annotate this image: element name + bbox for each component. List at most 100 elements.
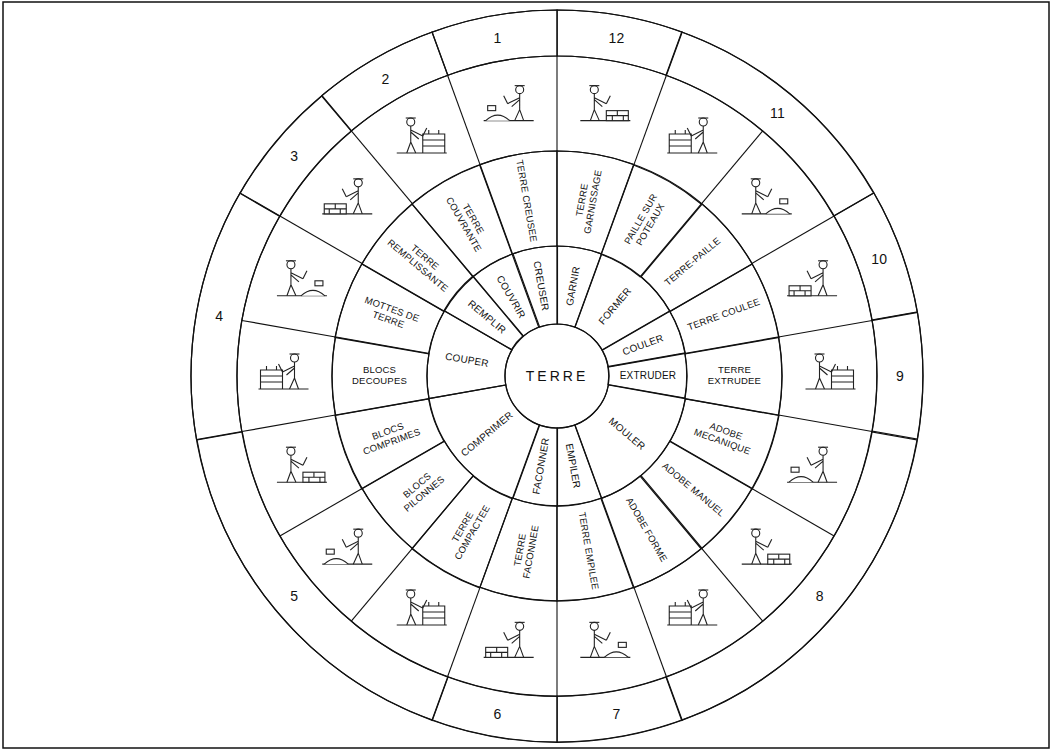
worker-illustration bbox=[742, 529, 792, 564]
sector-label: EMPILER bbox=[563, 442, 582, 489]
verb-sector: FORMER bbox=[574, 253, 671, 351]
verb-sector: GARNIR bbox=[556, 245, 602, 328]
sector-label: TERRE EXTRUDEE bbox=[692, 365, 777, 387]
sector-outline-path bbox=[432, 10, 557, 75]
sector-label: COUVRIR bbox=[495, 274, 529, 321]
sector-outline-path bbox=[575, 385, 685, 498]
cell-divider bbox=[634, 75, 666, 164]
cell-divider bbox=[634, 587, 666, 676]
technique-sector: MOTTES DE TERRE bbox=[334, 263, 445, 355]
cell-divider bbox=[280, 489, 362, 537]
ring-circle bbox=[237, 56, 877, 696]
sector-outline-path bbox=[197, 432, 448, 720]
sector-label: REMPLIR bbox=[466, 298, 509, 336]
cell-divider bbox=[448, 75, 480, 164]
cell-divider bbox=[702, 131, 763, 204]
sector-outline bbox=[190, 192, 281, 441]
worker-illustration bbox=[787, 261, 837, 296]
cell-divider bbox=[242, 320, 336, 336]
sector-outline-path bbox=[480, 498, 557, 601]
sector-outline-path bbox=[513, 425, 557, 506]
number-sector: 9 bbox=[871, 311, 924, 440]
number-sector: 8 bbox=[665, 431, 918, 721]
sector-label: TERRE CREUSEE bbox=[514, 159, 539, 243]
sector-outline-path bbox=[427, 311, 512, 399]
sector-outline-path bbox=[872, 312, 923, 439]
sector-outline-path bbox=[666, 32, 874, 216]
sector-label: TERRE-PAILLE bbox=[663, 235, 723, 288]
cell-divider bbox=[752, 489, 834, 537]
sector-label: GARNIR bbox=[564, 266, 582, 307]
center-label: TERRE bbox=[526, 368, 588, 384]
technique-sector: TERRE GARNISSAGE bbox=[556, 150, 635, 255]
sector-outline-path bbox=[473, 254, 539, 336]
worker-illustration bbox=[277, 261, 327, 296]
sector-label: TERRE GARNISSAGE bbox=[570, 157, 606, 245]
worker-illustration bbox=[322, 529, 372, 564]
sector-outline-path bbox=[557, 677, 682, 742]
sector-outline-path bbox=[191, 193, 280, 440]
worker-illustration bbox=[787, 447, 837, 482]
worker-illustration bbox=[806, 354, 856, 389]
verb-sector: COUVRIR bbox=[472, 253, 540, 337]
sector-label: TERRE COULEE bbox=[686, 297, 761, 333]
cell-divider bbox=[448, 587, 480, 676]
sector-outline-path bbox=[601, 165, 701, 277]
sector-outline-path bbox=[322, 32, 448, 131]
worker-illustration bbox=[580, 86, 630, 121]
callout-number: 10 bbox=[871, 251, 887, 267]
technique-sector: PAILLE SUR POTEAUX bbox=[600, 164, 702, 278]
sector-outline-path bbox=[444, 276, 523, 350]
sector-outline-path bbox=[670, 264, 779, 354]
sector-outline-path bbox=[332, 337, 429, 415]
callout-number: 7 bbox=[613, 706, 621, 722]
sector-outline-path bbox=[685, 337, 782, 415]
number-sector: 12 bbox=[556, 9, 683, 76]
frame bbox=[3, 2, 1049, 748]
sector-outline-path bbox=[575, 254, 670, 350]
sector-label: COMPRIMER bbox=[459, 409, 515, 459]
number-sector: 5 bbox=[196, 431, 449, 721]
technique-sector: TERRE CREUSEE bbox=[479, 150, 558, 255]
cell-divider bbox=[351, 131, 412, 204]
technique-sector: TERRE COMPACTEE bbox=[411, 475, 513, 589]
technique-sector: TERRE EXTRUDEE bbox=[684, 336, 783, 416]
cell-divider bbox=[779, 415, 873, 431]
sector-outline-path bbox=[557, 246, 601, 327]
worker-illustration bbox=[259, 354, 309, 389]
sector-outline bbox=[556, 245, 602, 328]
ring-circle bbox=[332, 151, 782, 601]
callout-number: 2 bbox=[381, 71, 389, 87]
sector-label: FORMER bbox=[597, 286, 634, 328]
number-sector: 4 bbox=[190, 192, 281, 441]
sector-outline-path bbox=[557, 10, 682, 75]
sector-outline-path bbox=[362, 204, 473, 311]
sector-label: TERRE EMPILEE bbox=[576, 511, 600, 590]
sector-outline-path bbox=[240, 96, 351, 216]
worker-illustration bbox=[667, 590, 717, 625]
sector-outline-path bbox=[557, 151, 634, 254]
number-sector: 7 bbox=[556, 676, 683, 743]
sector-outline-path bbox=[666, 432, 917, 720]
sector-label: BLOCS PILONNES bbox=[381, 454, 460, 525]
cell-divider bbox=[752, 216, 834, 264]
cell-divider bbox=[280, 216, 362, 264]
worker-illustration bbox=[277, 447, 327, 482]
verb-sector: REMPLIR bbox=[443, 275, 524, 351]
sector-label: COUPER bbox=[445, 351, 490, 370]
sector-outline-path bbox=[480, 151, 557, 254]
technique-sector: TERRE EMPILEE bbox=[556, 497, 635, 602]
technique-sector: ADOBE MECANIQUE bbox=[669, 398, 780, 490]
sector-outline bbox=[665, 431, 918, 721]
callout-number: 8 bbox=[816, 588, 824, 604]
sector-outline-path bbox=[412, 476, 512, 588]
ring-circle bbox=[191, 10, 923, 742]
technique-sector: TERRE COULEE bbox=[669, 263, 780, 355]
sector-label: ADOBE FORME bbox=[623, 496, 669, 564]
worker-illustration bbox=[484, 86, 534, 121]
callout-number: 4 bbox=[215, 308, 223, 324]
technique-sector: TERRE FACONNEE bbox=[479, 497, 558, 602]
sector-label: TERRE REMPLISSANTE bbox=[381, 226, 460, 297]
sector-label: BLOCS DECOUPES bbox=[337, 365, 422, 387]
verb-sector: FACONNER bbox=[512, 424, 558, 507]
